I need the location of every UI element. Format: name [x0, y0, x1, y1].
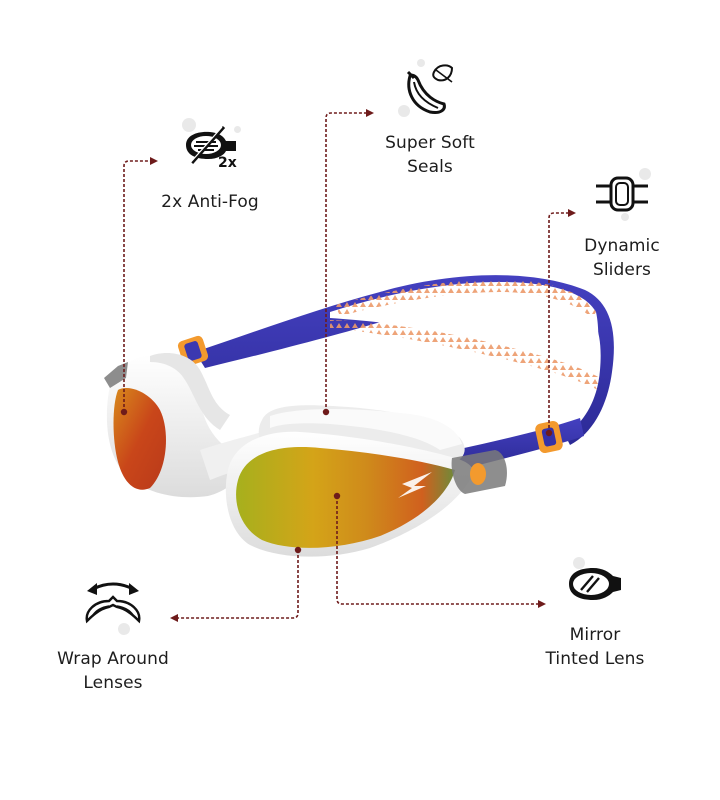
feature-label: Wrap Around: [57, 649, 169, 669]
mirror-lens-icon: [569, 568, 621, 600]
feature-label: Sliders: [592, 260, 652, 280]
anti-fog-badge: 2x: [218, 155, 237, 171]
decor-bubble: [398, 105, 410, 117]
feature-label: Super Soft: [385, 133, 475, 153]
feature-anti-fog: 2x 2x Anti-Fog: [150, 115, 270, 215]
feature-wrap-around-lenses: Wrap Around Lenses: [48, 575, 178, 695]
soft-seal-leaf-icon: [406, 64, 454, 114]
feature-label: Tinted Lens: [545, 649, 645, 669]
feature-label: Dynamic: [584, 236, 660, 256]
feature-super-soft-seals: Super Soft Seals: [370, 60, 490, 180]
feature-dynamic-sliders: Dynamic Sliders: [572, 170, 672, 285]
decor-bubble: [621, 213, 629, 221]
feature-mirror-tinted-lens: Mirror Tinted Lens: [540, 560, 650, 675]
feature-label: Seals: [407, 157, 453, 177]
decor-bubble: [573, 557, 585, 569]
anti-fog-goggle-icon: [186, 126, 236, 164]
slider-buckle-icon: [596, 176, 648, 212]
decor-bubble: [234, 126, 241, 133]
feature-label: Lenses: [83, 673, 143, 693]
feature-label: Mirror: [569, 625, 621, 645]
decor-bubble: [182, 118, 196, 132]
decor-bubble: [118, 623, 130, 635]
wrap-around-arrow-icon: [85, 582, 141, 624]
decor-bubble: [417, 59, 425, 67]
feature-label: 2x Anti-Fog: [161, 192, 259, 212]
decor-bubble: [639, 168, 651, 180]
